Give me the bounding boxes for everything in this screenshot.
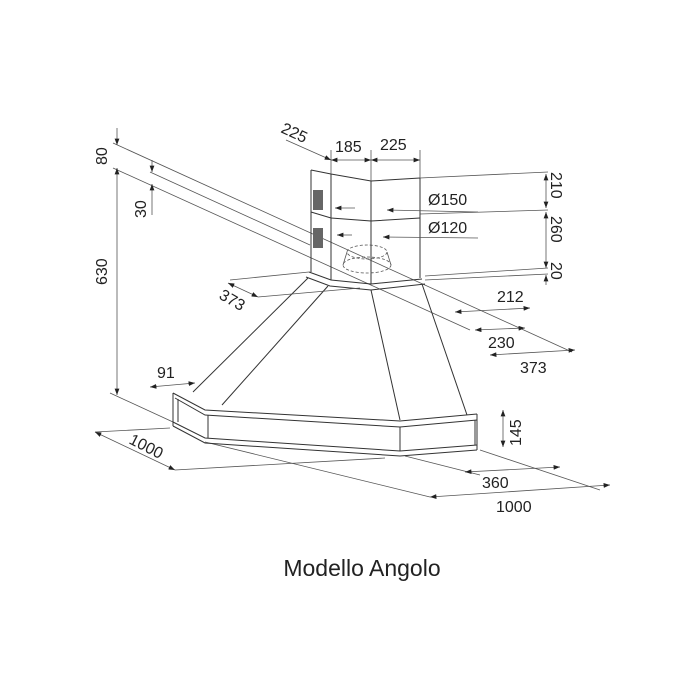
dim-1000-left: 1000 — [126, 431, 166, 462]
dimension-lines — [94, 128, 611, 499]
dim-212: 212 — [497, 289, 524, 306]
dim-210: 210 — [547, 172, 564, 199]
dim-630: 630 — [94, 258, 111, 285]
dim-145: 145 — [508, 419, 525, 446]
base-frame — [172, 392, 478, 457]
hood-body — [192, 277, 468, 421]
dim-225-front: 225 — [380, 137, 407, 154]
dim-230: 230 — [488, 335, 515, 352]
dimension-labels: 80 630 30 225 185 225 Ø150 Ø120 210 260 … — [94, 120, 564, 516]
dim-91: 91 — [157, 365, 175, 382]
dim-225-side: 225 — [278, 120, 309, 147]
dim-outlet-150: Ø150 — [428, 192, 467, 209]
vent-grille-icon — [313, 190, 323, 210]
dim-20: 20 — [547, 262, 564, 280]
chimney — [305, 169, 426, 291]
dim-360: 360 — [482, 475, 509, 492]
dim-185: 185 — [335, 139, 362, 156]
vent-grille-icon — [313, 228, 323, 248]
dim-80: 80 — [94, 147, 111, 165]
dim-373-right: 373 — [520, 360, 547, 377]
dim-30: 30 — [133, 200, 150, 218]
model-title: Modello Angolo — [283, 555, 440, 581]
dim-outlet-120: Ø120 — [428, 220, 467, 237]
dim-1000-right: 1000 — [496, 499, 532, 516]
dim-260: 260 — [547, 216, 564, 243]
dim-373-left: 373 — [216, 287, 248, 315]
